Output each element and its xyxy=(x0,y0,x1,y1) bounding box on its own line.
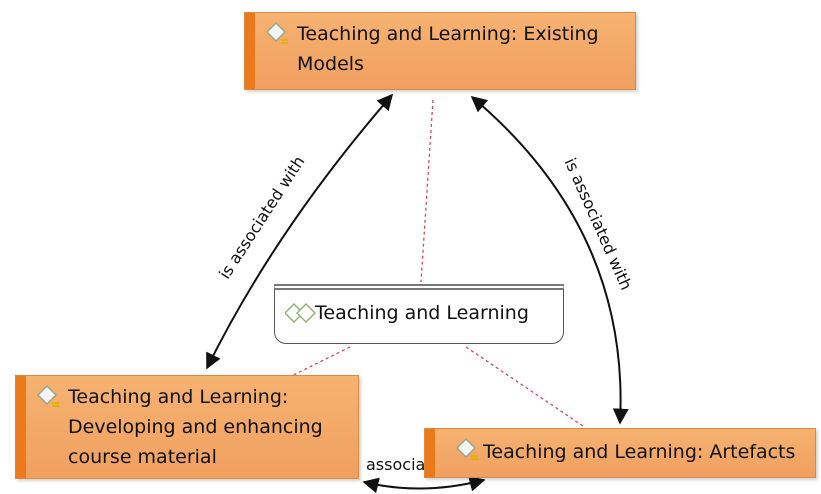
node-artefacts[interactable]: Teaching and Learning: Artefacts xyxy=(424,428,816,478)
association-arrow-bottom[interactable] xyxy=(362,475,486,494)
association-arrow-left[interactable] xyxy=(206,93,394,370)
note-diamond-icon xyxy=(265,21,288,44)
note-diamond-icon xyxy=(455,437,478,460)
group-link-right xyxy=(465,346,584,427)
association-arrow-right[interactable] xyxy=(470,95,629,425)
group-title: Teaching and Learning xyxy=(315,302,529,324)
node-stripe xyxy=(425,429,435,477)
link-label-bottom[interactable]: associa xyxy=(366,455,426,474)
node-title: Teaching and Learning: Existing Models xyxy=(297,23,599,75)
note-diamond-icon xyxy=(36,384,59,407)
node-stripe xyxy=(245,13,255,89)
node-developing-course-material[interactable]: Teaching and Learning: Developing and en… xyxy=(15,375,359,479)
group-teaching-and-learning[interactable]: Teaching and Learning xyxy=(274,284,564,344)
group-link-top xyxy=(420,99,434,283)
node-title: Teaching and Learning: Developing and en… xyxy=(68,386,323,468)
node-title: Teaching and Learning: Artefacts xyxy=(483,441,796,463)
node-stripe xyxy=(16,376,26,478)
double-diamond-icon xyxy=(285,303,316,323)
node-existing-models[interactable]: Teaching and Learning: Existing Models xyxy=(244,12,636,90)
